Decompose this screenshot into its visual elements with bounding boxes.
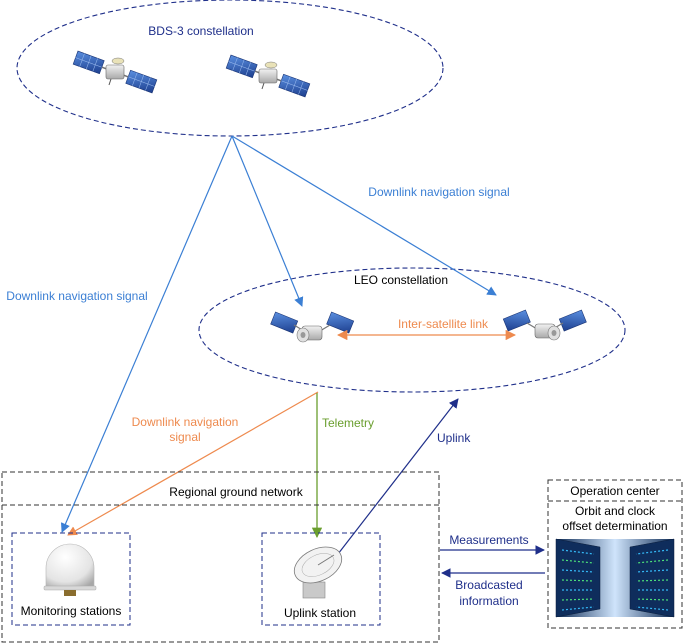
broadcast-label-line2: information — [459, 594, 518, 608]
bds-downlink-to-leo-right — [231, 135, 497, 296]
leo-downlink-label-line1: Downlink navigation — [132, 415, 239, 429]
bds3-constellation-boundary — [16, 0, 444, 137]
orbit-clock-label-line2: offset determination — [562, 519, 667, 533]
leo-satellite-icon — [270, 311, 355, 343]
bds-downlink-to-monitoring — [60, 135, 233, 533]
leo-satellite-icon — [502, 309, 587, 341]
satellite-icon — [225, 54, 311, 98]
downlink-label-right: Downlink navigation signal — [368, 185, 509, 199]
leo-constellation-boundary — [198, 267, 626, 393]
radome-antenna-icon — [43, 543, 97, 596]
leo-constellation-label: LEO constellation — [354, 273, 448, 287]
telemetry-label: Telemetry — [322, 416, 374, 430]
orbit-clock-label-line1: Orbit and clock — [575, 504, 656, 518]
uplink-label: Uplink — [437, 431, 471, 445]
uplink-station-box — [261, 532, 381, 626]
downlink-label-left: Downlink navigation signal — [6, 289, 147, 303]
bds-downlink-to-leo-left — [231, 135, 304, 307]
monitoring-stations-box — [11, 532, 131, 626]
regional-ground-network-box — [1, 471, 440, 643]
inter-satellite-link-label: Inter-satellite link — [398, 317, 489, 331]
bds3-constellation-label: BDS-3 constellation — [148, 24, 253, 38]
server-racks-icon — [555, 538, 675, 618]
leo-downlink-label-line2: signal — [169, 430, 200, 444]
leo-downlink-to-monitoring — [67, 391, 319, 536]
monitoring-stations-label: Monitoring stations — [21, 604, 122, 618]
uplink-station-label: Uplink station — [284, 606, 356, 620]
broadcast-label-line1: Broadcasted — [455, 578, 522, 592]
operation-center-box — [547, 479, 683, 629]
measurements-label: Measurements — [449, 533, 528, 547]
dish-antenna-icon — [293, 546, 343, 599]
regional-ground-network-title: Regional ground network — [169, 485, 303, 499]
operation-center-title: Operation center — [570, 484, 659, 498]
satellite-icon — [72, 50, 158, 94]
uplink-arrow — [337, 398, 459, 555]
